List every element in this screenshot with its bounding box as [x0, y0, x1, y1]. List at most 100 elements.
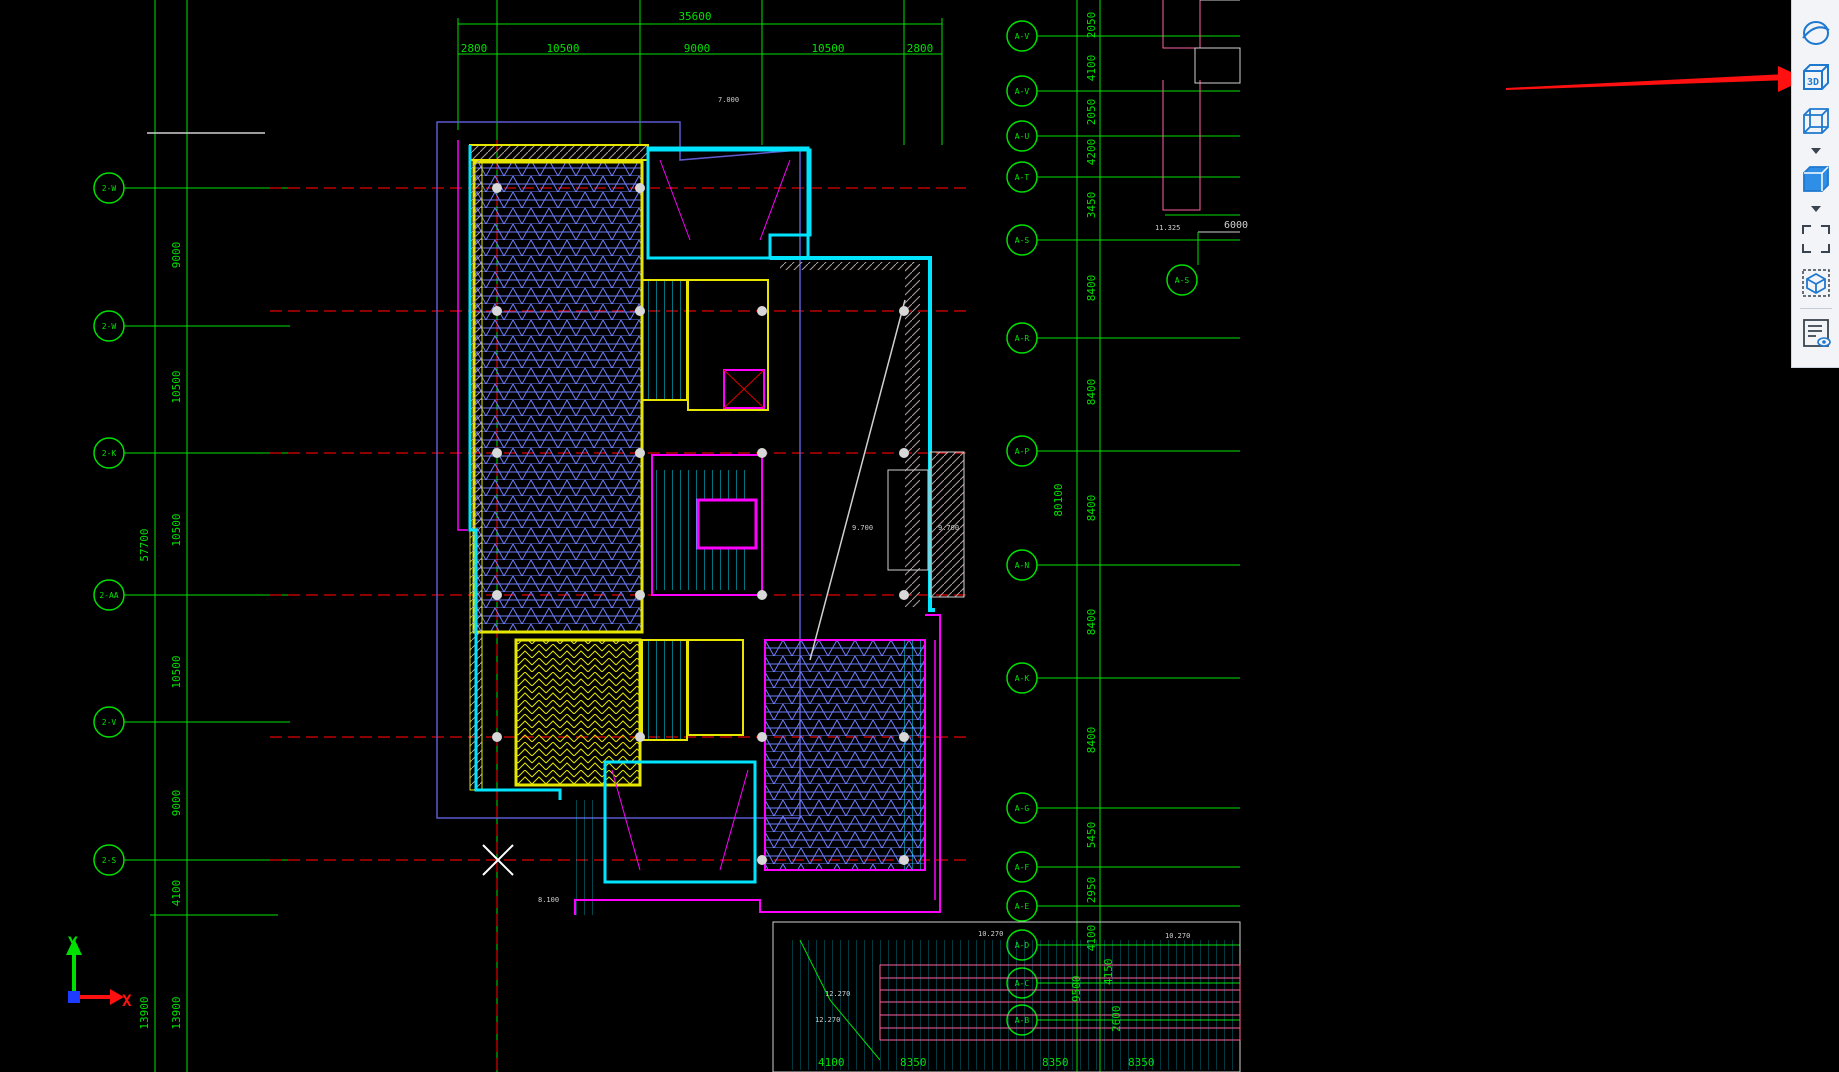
- right-axis-grid: A-VA-VA-UA-TA-SA-RA-PA-NA-KA-GA-FA-EA-DA…: [1006, 20, 1240, 1036]
- right-axis-bubble-7: A-P: [1006, 435, 1240, 467]
- top-dimension-labels: 35600 2800 10500 9000 10500 2800: [461, 10, 934, 55]
- right-axis-bubble-4-label: A-T: [1015, 173, 1030, 182]
- properties-panel-icon: [1803, 319, 1831, 347]
- right-axis-bubble-2-label: A-V: [1015, 87, 1030, 96]
- right-dim-seg-10: 8400: [1085, 727, 1098, 754]
- wireframe-button[interactable]: [1798, 104, 1834, 138]
- left-axis-bubble-2: 2-W: [93, 310, 290, 342]
- bottom-dim-3: 8350: [1042, 1056, 1069, 1069]
- bottom-dim-6: 2600: [1110, 1006, 1123, 1033]
- right-axis-bubble-8-label: A-N: [1015, 561, 1030, 570]
- orbit-button[interactable]: [1798, 16, 1834, 50]
- top-dimension-lines: [457, 0, 943, 1072]
- left-dimension-lines: [147, 0, 278, 1072]
- section-box-button[interactable]: [1798, 266, 1834, 300]
- orbit-icon: [1802, 21, 1830, 45]
- right-axis-bubble-10: A-G: [1006, 792, 1240, 824]
- right-level-11325: 11.325: [1155, 224, 1180, 232]
- fit-view-icon: [1802, 225, 1830, 253]
- bottom-strip-dims: 4100 8350 8350 8350 9500 2600 4150: [818, 959, 1155, 1070]
- ucs-icon: Y X: [66, 933, 132, 1010]
- right-axis-bubble-3: A-U: [1006, 120, 1240, 152]
- bottom-dim-2: 8350: [900, 1056, 927, 1069]
- bottom-dim-1: 4100: [818, 1056, 845, 1069]
- annotation-arrow: [1506, 66, 1806, 92]
- shaded-dropdown-chevron-icon[interactable]: [1809, 204, 1823, 214]
- right-axis-bubble-3-label: A-U: [1015, 132, 1030, 141]
- bottom-level-4: 12.270: [815, 1016, 840, 1024]
- left-axis-bubble-2-label: 2-W: [102, 322, 117, 331]
- wireframe-dropdown-chevron-icon[interactable]: [1809, 146, 1823, 156]
- left-axis-bubble-5-label: 2-V: [102, 718, 117, 727]
- left-axis-bubble-1: 2-W: [93, 172, 290, 204]
- left-dim-seg-2: 10500: [170, 370, 183, 403]
- view-3d-label: 3D: [1807, 77, 1819, 88]
- left-dim-bottom-2: 13900: [170, 996, 183, 1029]
- right-axis-bubble-4: A-T: [1006, 161, 1240, 193]
- left-axis-bubble-3: 2-K: [93, 437, 290, 469]
- right-axis-bubble-2: A-V: [1006, 75, 1240, 107]
- right-dim-seg-3: 2050: [1085, 99, 1098, 126]
- right-dim-seg-4: 4200: [1085, 139, 1098, 166]
- right-dim-overall: 80100: [1052, 483, 1065, 516]
- section-box-icon: [1802, 269, 1830, 297]
- right-dim-seg-8: 8400: [1085, 495, 1098, 522]
- bottom-dim-4: 8350: [1128, 1056, 1155, 1069]
- right-axis-bubble-9: A-K: [1006, 662, 1240, 694]
- level-label-3: 9.700: [938, 524, 959, 532]
- left-axis-grid: 2-W 2-W 2-K 2-AA 2-V 2-S: [93, 172, 290, 876]
- shaded-cube-icon: [1803, 166, 1829, 192]
- right-dim-seg-1: 2050: [1085, 12, 1098, 39]
- right-axis-bubble-6: A-R: [1006, 322, 1240, 354]
- bottom-level-1: 10.270: [978, 930, 1003, 938]
- properties-panel-button[interactable]: [1798, 316, 1834, 350]
- fit-view-button[interactable]: [1798, 222, 1834, 256]
- right-axis-bubble-7-label: A-P: [1015, 447, 1030, 456]
- left-axis-bubble-4-label: 2-AA: [99, 591, 118, 600]
- right-axis-bubble-9-label: A-K: [1015, 674, 1030, 683]
- right-axis-bubble-10-label: A-G: [1015, 804, 1030, 813]
- left-dim-overall: 57700: [138, 528, 151, 561]
- right-building-fragment: [1162, 0, 1241, 265]
- left-axis-bubble-5: 2-V: [93, 706, 290, 738]
- bottom-dim-5: 9500: [1070, 976, 1083, 1003]
- wireframe-cube-icon: [1803, 108, 1829, 134]
- right-axis-bubble-5-label: A-S: [1015, 236, 1030, 245]
- right-dim-seg-12: 2950: [1085, 877, 1098, 904]
- right-axis-bubble-12-label: A-E: [1015, 902, 1030, 911]
- top-dim-seg-4: 10500: [811, 42, 844, 55]
- right-dim-seg-11: 5450: [1085, 822, 1098, 849]
- right-axis-bubble-1: A-V: [1006, 20, 1240, 52]
- bottom-dim-7: 4150: [1102, 959, 1115, 986]
- ucs-y-label: Y: [68, 933, 78, 952]
- right-axis-bubble-5: A-S: [1006, 224, 1240, 256]
- right-dim-seg-6: 8400: [1085, 275, 1098, 302]
- view-3d-icon: 3D: [1803, 64, 1829, 90]
- left-axis-bubble-6: 2-S: [93, 844, 290, 876]
- right-dim-seg-7: 8400: [1085, 379, 1098, 406]
- bottom-level-3: 12.270: [825, 990, 850, 998]
- floor-plan-left-block: 7.000 9.700 9.700 8.100: [270, 96, 970, 1072]
- view-3d-button[interactable]: 3D: [1798, 60, 1834, 94]
- shaded-button[interactable]: [1798, 162, 1834, 196]
- right-dim-6000: 6000: [1224, 220, 1248, 231]
- top-dim-seg-3: 9000: [684, 42, 711, 55]
- top-dim-seg-1: 2800: [461, 42, 488, 55]
- right-dim-seg-5: 3450: [1085, 192, 1098, 219]
- right-dimension-labels: 2050410020504200345084008400840084008400…: [1085, 12, 1098, 952]
- right-axis-bubble-16-label: A-S: [1175, 276, 1190, 285]
- ucs-x-label: X: [122, 991, 132, 1010]
- right-grid-lines: [1076, 0, 1101, 1072]
- toolbar-separator: [1800, 308, 1832, 309]
- level-label-1: 7.000: [718, 96, 739, 104]
- top-dim-seg-2: 10500: [546, 42, 579, 55]
- right-axis-bubble-8: A-N: [1006, 549, 1240, 581]
- left-dim-seg-1: 9000: [170, 242, 183, 269]
- left-axis-bubble-1-label: 2-W: [102, 184, 117, 193]
- left-dim-seg-3: 10500: [170, 513, 183, 546]
- top-dim-overall: 35600: [678, 10, 711, 23]
- level-label-2: 9.700: [852, 524, 873, 532]
- left-dim-seg-6: 4100: [170, 880, 183, 907]
- right-axis-bubble-6-label: A-R: [1015, 334, 1030, 343]
